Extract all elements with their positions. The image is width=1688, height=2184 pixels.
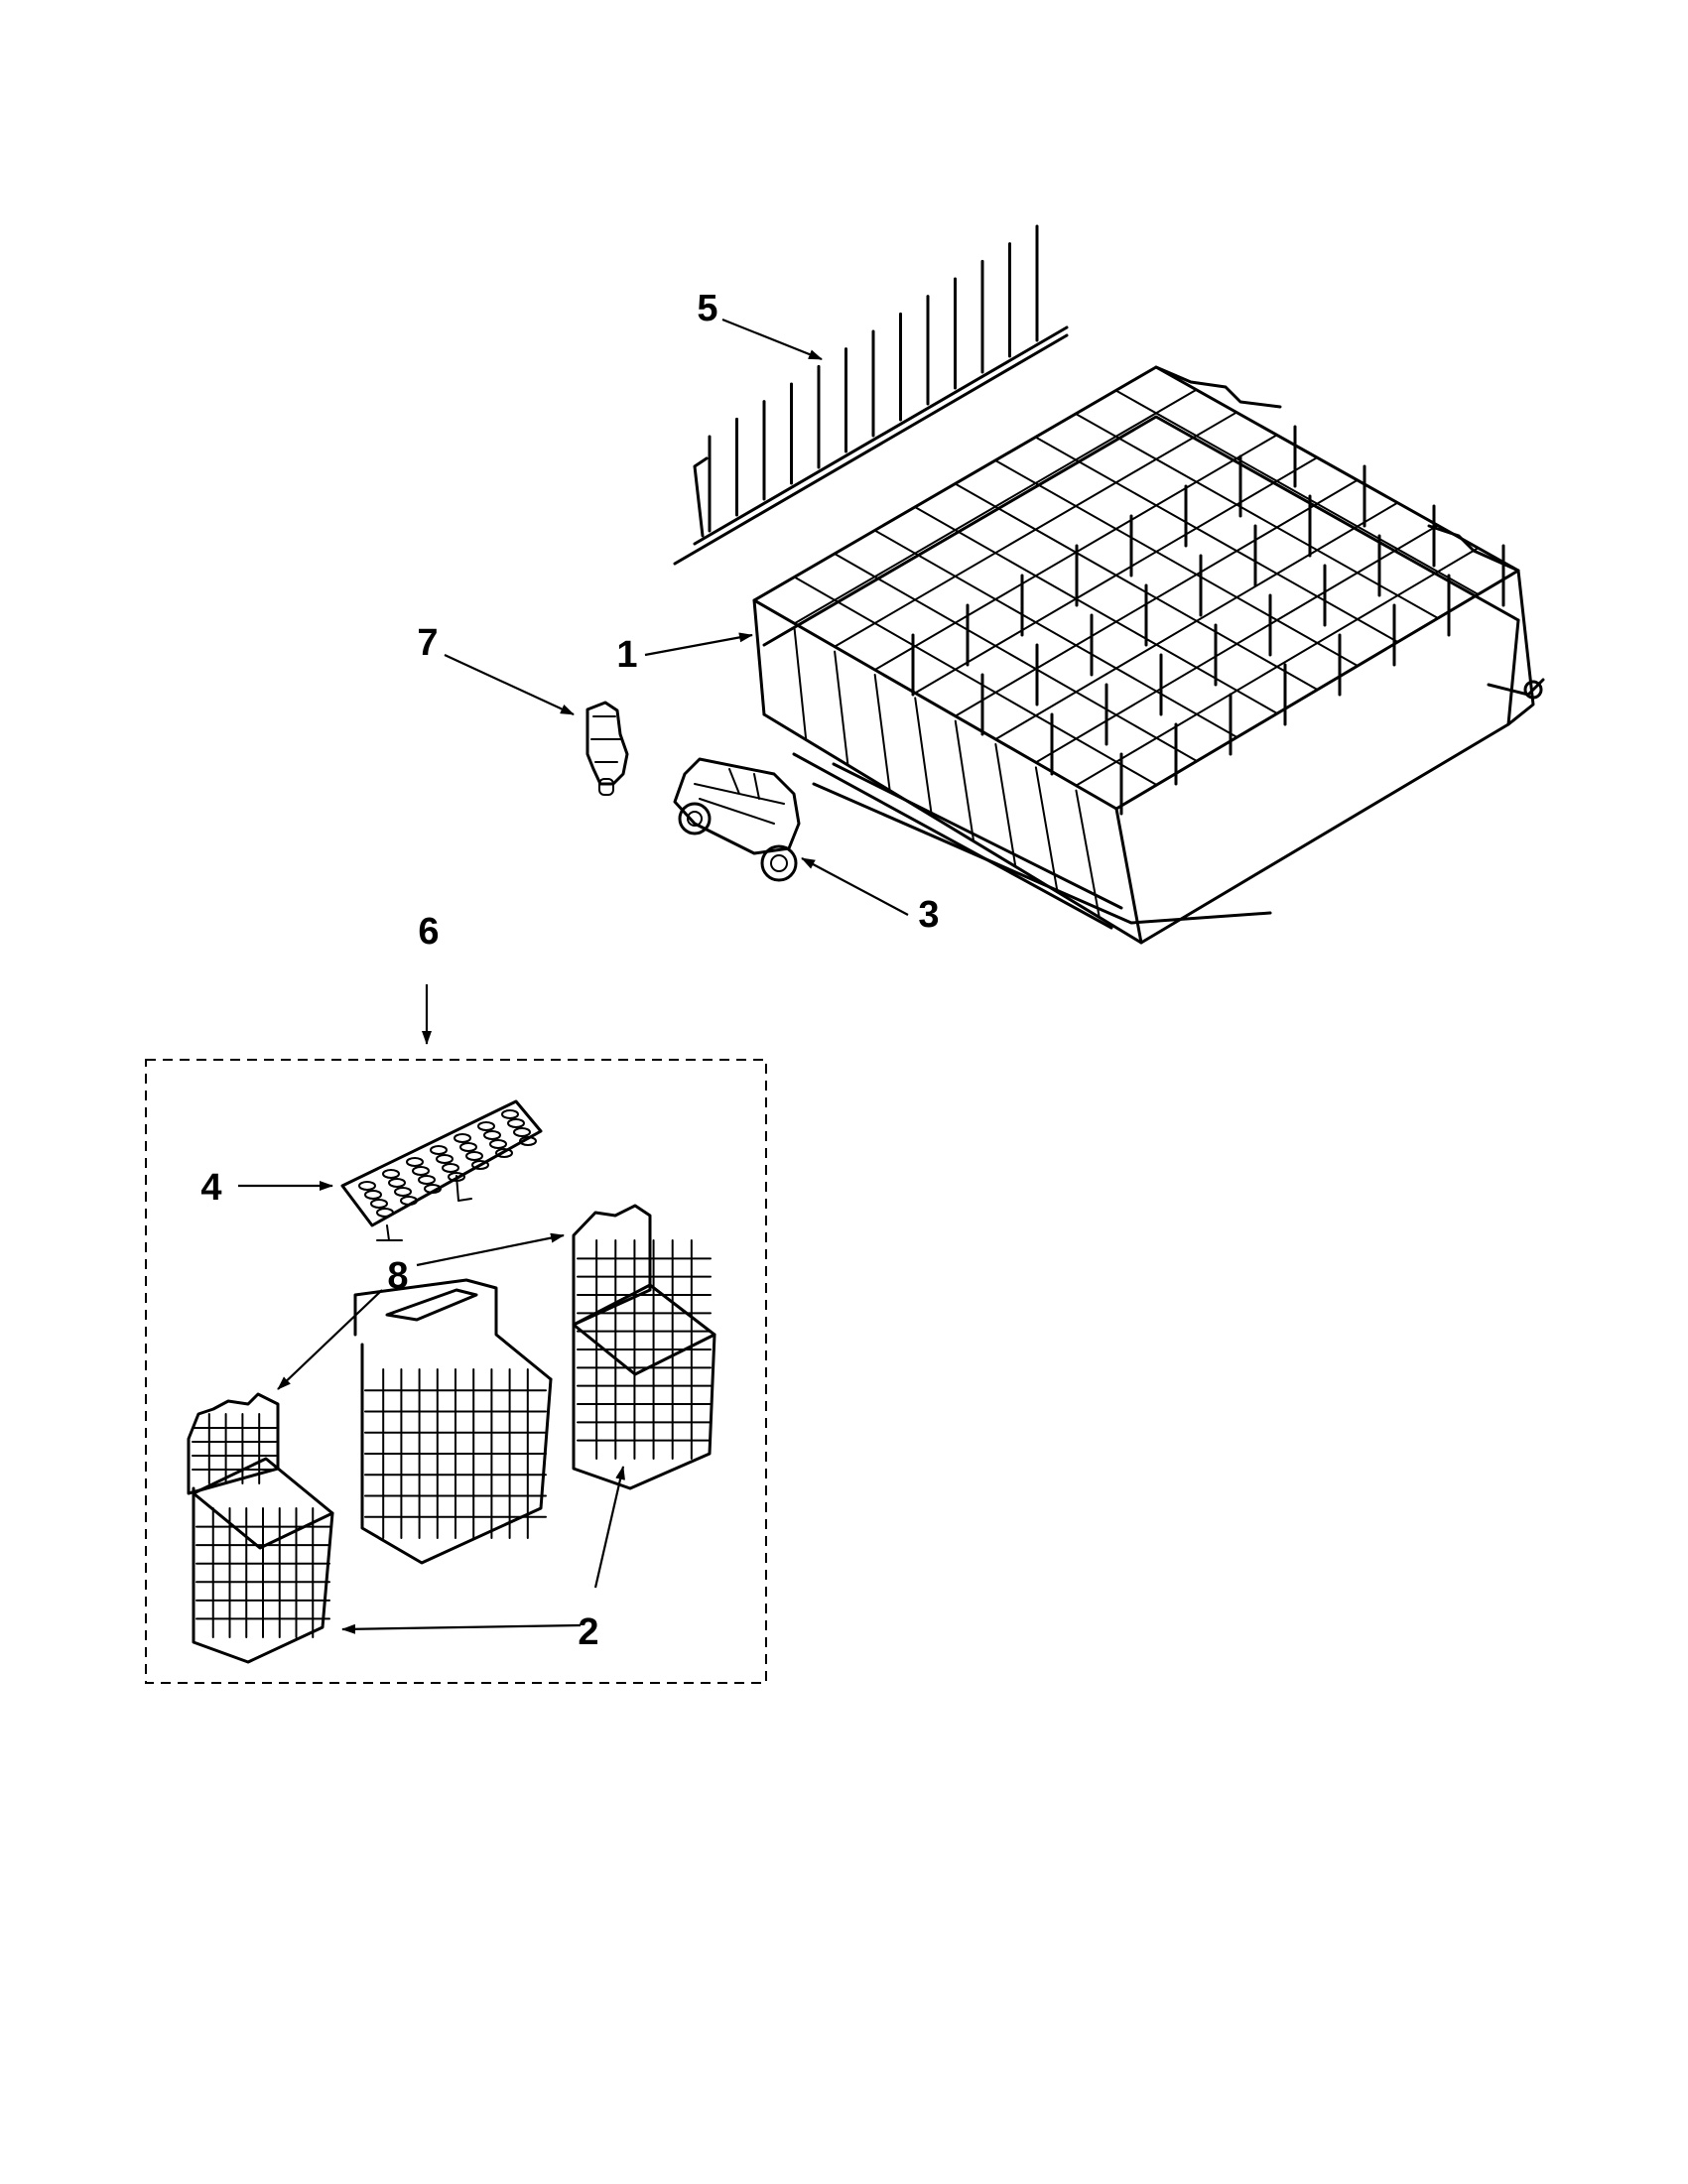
dishrack-part-1	[752, 365, 1545, 945]
callout-7: 7	[417, 622, 439, 664]
callout-4: 4	[200, 1167, 222, 1209]
kit-boundary-part-6	[145, 1059, 767, 1684]
callout-6: 6	[418, 911, 440, 953]
tine-row-part-5	[673, 224, 1069, 566]
clip-part-7	[585, 701, 629, 796]
callout-1: 1	[616, 634, 638, 676]
callout-2: 2	[578, 1611, 599, 1653]
callout-5: 5	[697, 288, 718, 329]
leader-lines	[238, 318, 909, 1634]
basket-right	[572, 1204, 716, 1490]
wheel-assembly-part-3	[673, 757, 801, 882]
grid-cover-part-4	[340, 1099, 543, 1241]
callout-8: 8	[387, 1255, 409, 1297]
basket-left	[187, 1392, 334, 1664]
callout-3: 3	[918, 894, 940, 936]
basket-middle	[353, 1278, 553, 1565]
